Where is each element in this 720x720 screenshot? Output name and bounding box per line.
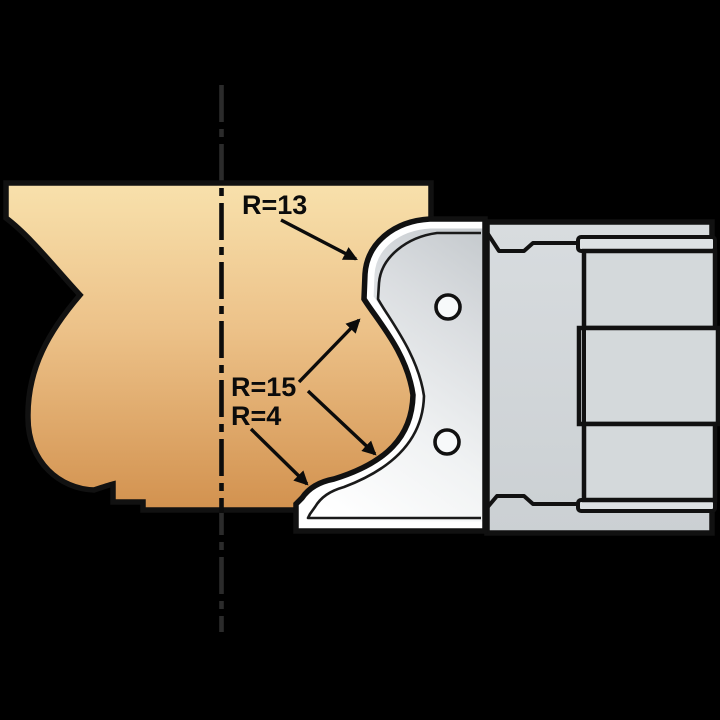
label-r4: R=4 bbox=[231, 401, 281, 431]
profile-knife bbox=[293, 216, 488, 534]
dimension-arrows bbox=[249, 218, 377, 486]
insert-segment-middle bbox=[576, 325, 720, 427]
knife-plate bbox=[296, 219, 485, 531]
label-r13: R=13 bbox=[242, 190, 307, 220]
insert-segment-top bbox=[581, 248, 718, 331]
knife-inner-line bbox=[306, 231, 481, 520]
label-r15: R=15 bbox=[231, 372, 296, 402]
arrow-r13 bbox=[280, 218, 358, 261]
arrow-r4 bbox=[249, 427, 309, 486]
body-contour-top bbox=[484, 229, 578, 253]
body-contour-bottom bbox=[484, 494, 578, 511]
arrow-r15-lower bbox=[306, 389, 377, 456]
insert-segment-bottom bbox=[581, 421, 718, 503]
wood-profile bbox=[3, 180, 434, 513]
screw-hole-bottom bbox=[433, 428, 461, 456]
knife-outline bbox=[293, 216, 488, 534]
cutter-body bbox=[484, 219, 720, 536]
screw-hole-top bbox=[434, 293, 462, 321]
arrow-r15-upper bbox=[297, 318, 361, 384]
